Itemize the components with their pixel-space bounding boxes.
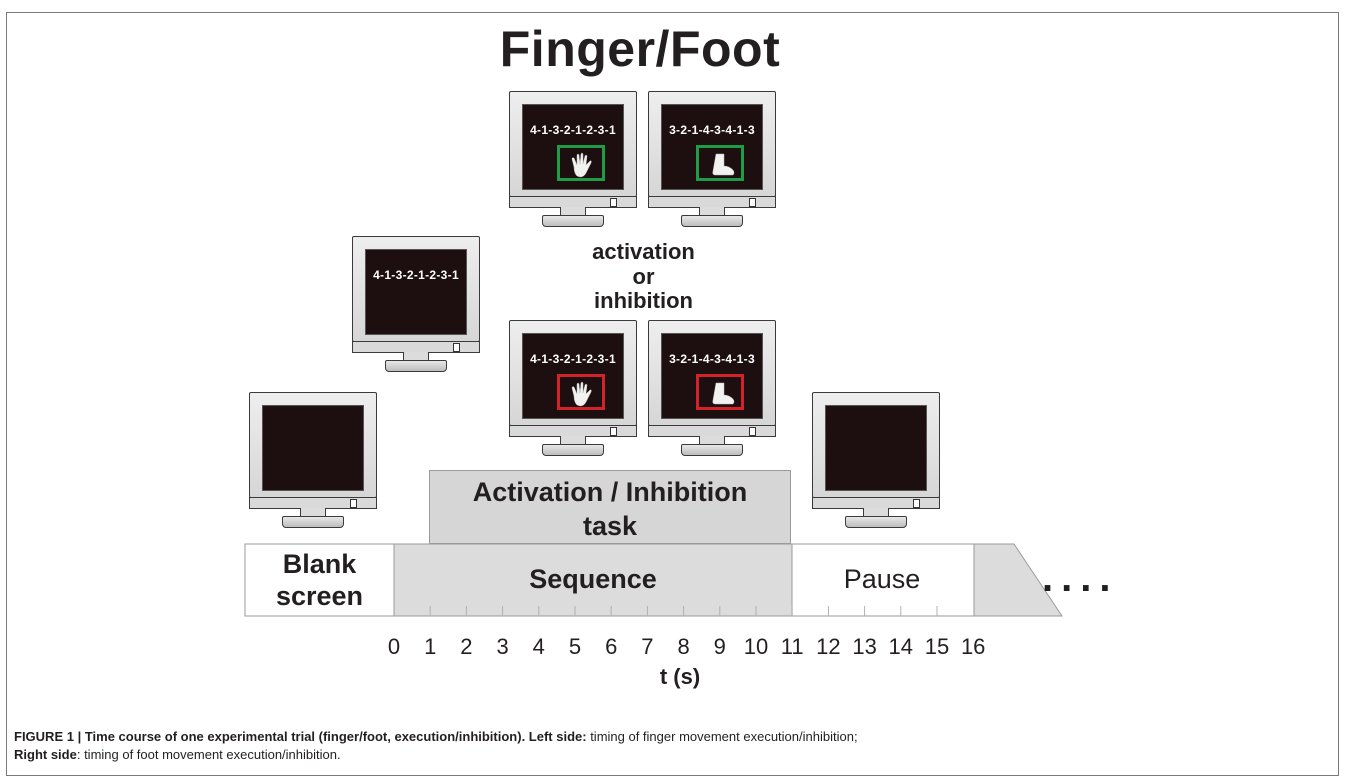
tick-label: 12 xyxy=(816,634,841,659)
task-box-line2: task xyxy=(582,511,638,541)
segment-sequence xyxy=(393,543,793,617)
caption-text-2: : timing of foot movement execution/inhi… xyxy=(76,747,341,762)
figure-caption: FIGURE 1 | Time course of one experiment… xyxy=(14,728,1324,764)
monitor-pause xyxy=(812,392,940,537)
monitor-foot-activation: 3-2-1-4-3-4-1-3 xyxy=(648,91,776,236)
monitor-screen: 3-2-1-4-3-4-1-3 xyxy=(661,333,763,419)
continuation-dots: .... xyxy=(1042,556,1119,600)
tick-label: 9 xyxy=(713,634,726,659)
monitor-screen: 4-1-3-2-1-2-3-1 xyxy=(522,333,624,419)
sequence-text: 4-1-3-2-1-2-3-1 xyxy=(530,123,616,137)
sequence-text: 4-1-3-2-1-2-3-1 xyxy=(373,268,459,282)
monitor-sequence: 4-1-3-2-1-2-3-1 xyxy=(352,236,480,381)
activation-cue xyxy=(696,145,744,181)
inhibition-cue xyxy=(557,374,605,410)
tick-label: 6 xyxy=(605,634,618,659)
segment-continuation xyxy=(973,543,1063,617)
inhibition-label: inhibition xyxy=(594,288,693,313)
tick-label: 5 xyxy=(568,634,582,659)
blank-label-line2: screen xyxy=(275,581,364,611)
monitor-blank-screen xyxy=(249,392,377,537)
tick-label: 10 xyxy=(743,634,769,659)
monitor-finger-inhibition: 4-1-3-2-1-2-3-1 xyxy=(509,320,637,465)
segment-pause-label: Pause xyxy=(843,564,921,594)
segment-blank xyxy=(244,543,395,617)
tick-label: 15 xyxy=(924,634,950,659)
or-label: or xyxy=(632,264,655,289)
tick-marks xyxy=(429,606,938,616)
figure-frame xyxy=(6,12,1339,776)
segment-sequence-label: Sequence xyxy=(529,564,657,594)
tick-label: 7 xyxy=(641,634,654,659)
tick-label: 14 xyxy=(888,634,914,659)
task-box: Activation / Inhibition task xyxy=(429,470,791,544)
caption-text-1: timing of finger movement execution/inhi… xyxy=(586,729,858,744)
activation-label: activation xyxy=(592,239,695,264)
caption-right-label: Right side xyxy=(14,747,77,762)
axis-title: t (s) xyxy=(659,664,701,689)
task-box-line1: Activation / Inhibition xyxy=(472,477,748,507)
monitor-screen xyxy=(825,405,927,491)
tick-label: 16 xyxy=(960,634,986,659)
hand-icon xyxy=(571,152,592,178)
monitor-screen: 4-1-3-2-1-2-3-1 xyxy=(365,249,467,335)
sequence-text: 3-2-1-4-3-4-1-3 xyxy=(669,352,755,366)
segment-blank-label: Blank screen xyxy=(245,548,394,612)
blank-label-line1: Blank xyxy=(282,549,357,579)
tick-label: 3 xyxy=(496,634,509,659)
sequence-text: 4-1-3-2-1-2-3-1 xyxy=(530,352,616,366)
monitor-foot-inhibition: 3-2-1-4-3-4-1-3 xyxy=(648,320,776,465)
inhibition-cue xyxy=(696,374,744,410)
foot-icon xyxy=(712,153,735,176)
tick-label: 0 xyxy=(387,634,401,659)
monitor-finger-activation: 4-1-3-2-1-2-3-1 xyxy=(509,91,637,236)
tick-label: 13 xyxy=(852,634,877,659)
monitor-screen xyxy=(262,405,364,491)
segment-pause xyxy=(791,543,975,617)
foot-icon xyxy=(712,382,735,405)
tick-label: 11 xyxy=(780,634,804,659)
tick-label: 1 xyxy=(424,634,437,659)
caption-label: FIGURE 1 | Time course of one experiment… xyxy=(14,729,587,744)
sequence-text: 3-2-1-4-3-4-1-3 xyxy=(669,123,755,137)
tick-label: 4 xyxy=(532,634,545,659)
hand-icon xyxy=(571,381,592,407)
tick-label: 8 xyxy=(677,634,690,659)
activation-cue xyxy=(557,145,605,181)
monitor-screen: 4-1-3-2-1-2-3-1 xyxy=(522,104,624,190)
tick-label: 2 xyxy=(460,634,473,659)
monitor-screen: 3-2-1-4-3-4-1-3 xyxy=(661,104,763,190)
figure-title: Finger/Foot xyxy=(499,21,781,77)
